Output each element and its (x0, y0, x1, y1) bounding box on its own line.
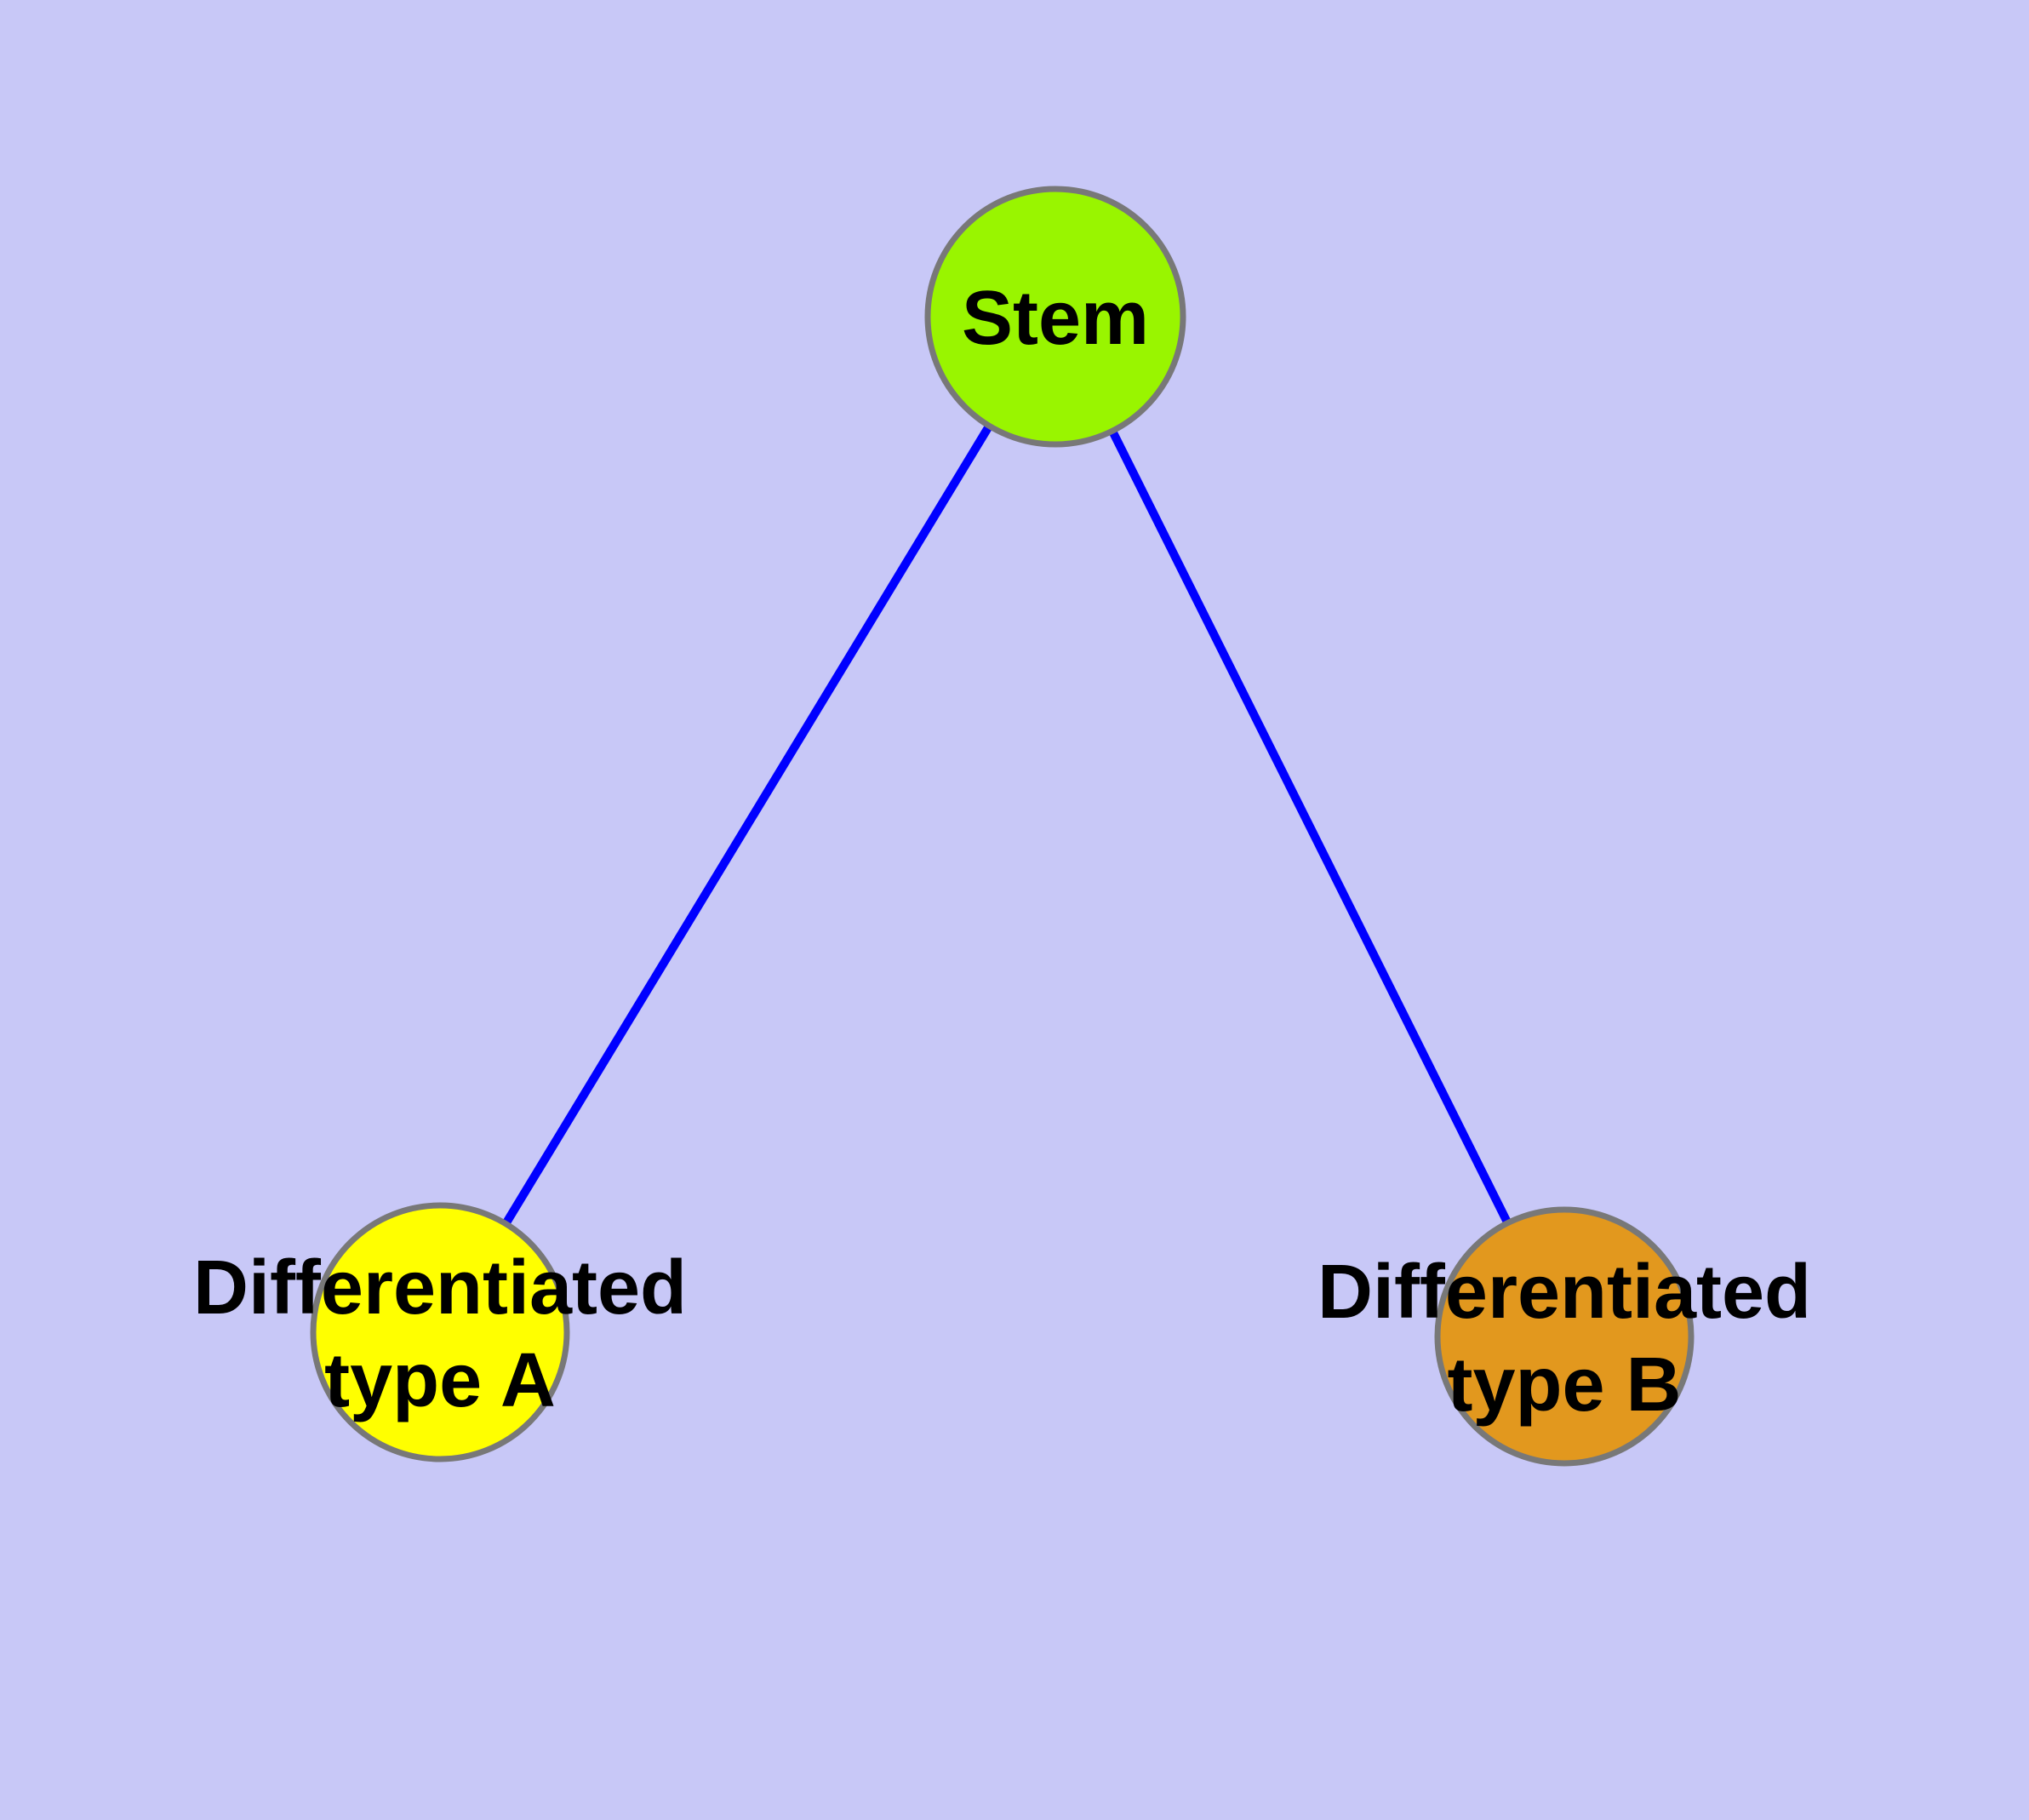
node-stem-circle (924, 186, 1186, 448)
edge-stem-to-type-b (1051, 314, 1569, 1339)
node-type-b-label-line1: Differentiated (1317, 1250, 1811, 1335)
node-type-b-label-line2: type B (1447, 1342, 1681, 1428)
node-type-b-circle (1434, 1206, 1695, 1467)
node-type-a-label-line1: Differentiated (193, 1245, 687, 1331)
node-stem-label: Stem (962, 276, 1149, 361)
edge-stem-to-type-a (436, 314, 1060, 1335)
node-type-a: Differentiated type A (193, 1202, 687, 1462)
node-type-b: Differentiated type B (1317, 1206, 1811, 1467)
node-type-a-circle (310, 1202, 570, 1462)
node-stem: Stem (924, 186, 1186, 448)
node-type-a-label-line2: type A (324, 1338, 556, 1423)
